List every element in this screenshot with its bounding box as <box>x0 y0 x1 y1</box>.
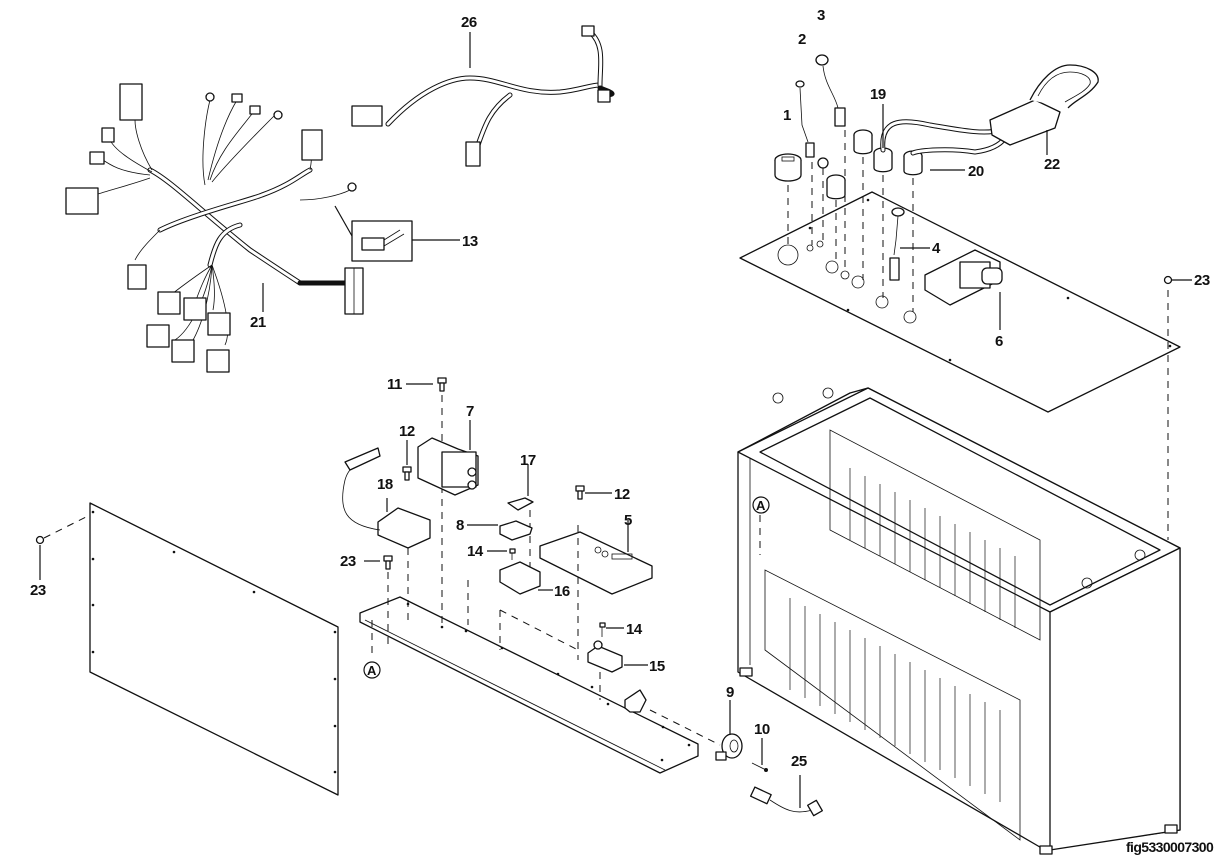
callout-13: 13 <box>462 233 478 250</box>
callout-5: 5 <box>624 512 632 529</box>
callout-2: 2 <box>798 31 806 48</box>
callout-11: 11 <box>387 376 402 393</box>
callout-23-left: 23 <box>30 582 46 599</box>
callout-12-left: 12 <box>399 423 415 440</box>
callout-7: 7 <box>466 403 474 420</box>
blade-fuse-inset <box>334 205 460 262</box>
callout-19: 19 <box>870 86 886 103</box>
figure-id: fig5330007300 <box>1126 839 1214 855</box>
callout-14-lower: 14 <box>626 621 643 638</box>
grommet <box>826 174 846 265</box>
callout-18: 18 <box>377 476 393 493</box>
fuse-holder-15 <box>587 640 648 700</box>
ring-terminal <box>205 92 215 102</box>
connector <box>146 324 170 348</box>
callout-labels: 1 2 3 4 5 6 7 8 9 10 11 12 12 13 14 14 1… <box>30 7 1210 770</box>
top-plate-assembly <box>739 54 1192 540</box>
grommet-19 <box>873 147 893 298</box>
alignment-line <box>649 709 721 746</box>
callout-1: 1 <box>783 107 791 124</box>
connector <box>183 297 207 321</box>
callout-9: 9 <box>726 684 734 701</box>
connector <box>89 151 105 165</box>
screw-14-lower <box>599 622 624 637</box>
callout-16: 16 <box>554 583 570 600</box>
grommet <box>853 129 873 280</box>
contactor-7 <box>417 420 479 496</box>
callout-22: 22 <box>1044 156 1060 173</box>
callout-25: 25 <box>791 753 807 770</box>
callout-23-right: 23 <box>1194 272 1210 289</box>
module-18 <box>342 447 431 625</box>
callout-17: 17 <box>520 452 536 469</box>
battery-enclosure <box>737 387 1181 855</box>
connector <box>206 349 230 373</box>
screw-10 <box>751 738 768 772</box>
wiring-harness-26 <box>351 25 615 167</box>
ring-terminal <box>273 110 283 120</box>
controller-5 <box>467 520 653 660</box>
callout-21: 21 <box>250 314 266 331</box>
connector <box>351 105 383 127</box>
connector <box>171 339 195 363</box>
reference-marker-a-left: A <box>363 620 381 679</box>
callout-3: 3 <box>817 7 825 24</box>
callout-10: 10 <box>754 721 770 738</box>
connector <box>465 141 481 167</box>
connector <box>301 129 323 161</box>
reference-letter: A <box>756 498 766 513</box>
connector <box>581 25 595 37</box>
reference-marker-a-right: A <box>752 496 770 514</box>
wiring-harness-21 <box>65 83 364 373</box>
screw-23-center <box>364 555 393 650</box>
callout-23-center: 23 <box>340 553 356 570</box>
connector <box>231 93 243 103</box>
callout-8: 8 <box>456 517 464 534</box>
connector <box>101 127 115 143</box>
current-sensor-9 <box>715 700 743 761</box>
fuse-8 <box>467 520 533 541</box>
callout-15: 15 <box>649 658 665 675</box>
bolt-12-right <box>575 485 612 500</box>
connector <box>127 264 147 290</box>
screw-14-upper <box>487 548 516 560</box>
connector <box>157 291 181 315</box>
bolt-12-left <box>402 440 412 481</box>
callout-12-right: 12 <box>614 486 630 503</box>
ring-terminal <box>347 182 357 192</box>
callout-26: 26 <box>461 14 477 31</box>
battery-cells <box>789 468 1016 802</box>
connector <box>65 187 99 215</box>
link-bar-17 <box>507 464 534 570</box>
callout-4: 4 <box>932 240 941 257</box>
connector <box>207 312 231 336</box>
side-panel <box>35 502 339 796</box>
reference-letter: A <box>367 663 377 678</box>
screw-23 <box>35 535 45 545</box>
connector <box>249 105 261 115</box>
callout-20: 20 <box>968 163 984 180</box>
bolt-11 <box>406 377 447 625</box>
connector <box>597 89 611 103</box>
cable-25 <box>749 775 823 817</box>
connector <box>119 83 143 121</box>
callout-14-upper: 14 <box>467 543 484 560</box>
fuse-holder-16 <box>499 561 553 595</box>
callout-6: 6 <box>995 333 1003 350</box>
mounting-rail <box>359 596 699 774</box>
